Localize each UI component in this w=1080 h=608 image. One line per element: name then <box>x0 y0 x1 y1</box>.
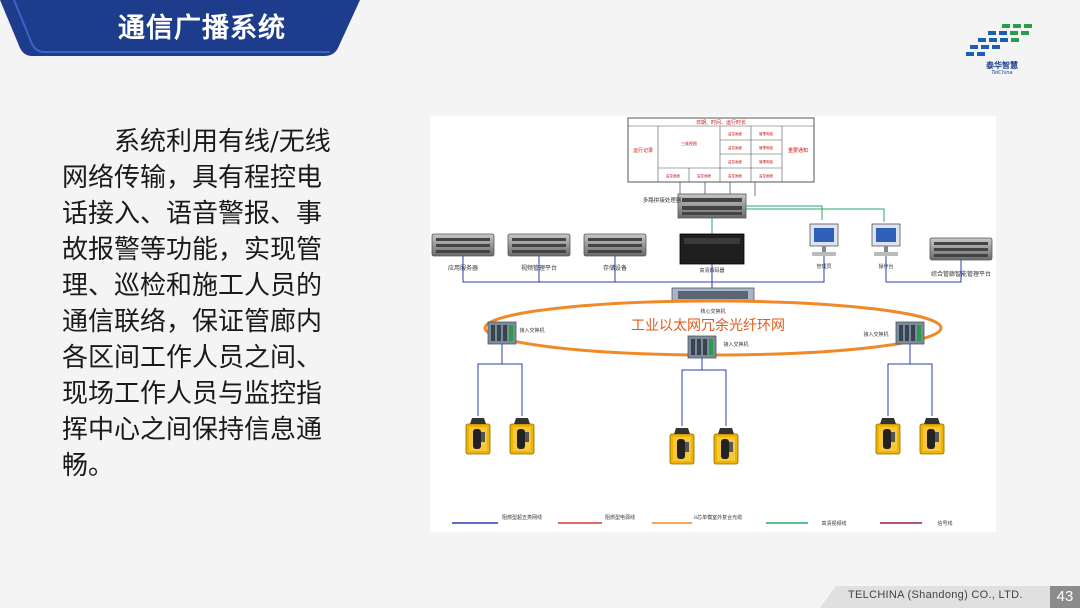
logo-name-en: TelChina <box>991 70 1013 76</box>
legend-label: 信号线 <box>937 520 952 527</box>
network-diagram: 日期、时间、运行时长 运行记录 重要通知 三维视图 监控画面 管理电脑 监控画面… <box>430 116 996 532</box>
legend-label: 高清视频线 <box>821 520 846 527</box>
processor-label: 多路拼接处理器 <box>643 196 682 204</box>
company-logo <box>966 24 1032 56</box>
wall-cell-monitor: 监控画面 <box>759 173 773 178</box>
access-switch-label: 接入交换机 <box>863 331 888 338</box>
wall-cell-monitor: 监控画面 <box>728 145 742 150</box>
access-switch-label: 接入交换机 <box>723 341 748 348</box>
legend: 阻燃型超五类网线 阻燃型电源线 8芯单模室外复合光缆 高清视频线 信号线 <box>452 514 953 527</box>
legend-label: 阻燃型超五类网线 <box>502 514 542 521</box>
video-platform-icon <box>507 233 571 257</box>
server-row <box>431 223 993 265</box>
access-switch-left-icon <box>487 321 517 345</box>
wall-cell-monitor: 监控画面 <box>697 173 711 178</box>
emergency-phone-icon <box>509 417 535 455</box>
title-banner <box>0 0 360 56</box>
wall-3d-view: 三维视图 <box>681 140 697 146</box>
lan-lines <box>462 256 962 288</box>
splicing-processor <box>677 193 747 219</box>
video-wall: 日期、时间、运行时长 运行记录 重要通知 三维视图 监控画面 管理电脑 监控画面… <box>627 117 815 183</box>
legend-label: 8芯单模室外复合光缆 <box>694 514 742 521</box>
admin-pc-icon <box>809 223 839 256</box>
footer-bar <box>820 586 1080 608</box>
wall-cell-monitor: 监控画面 <box>728 173 742 178</box>
emergency-phone-icon <box>713 427 739 465</box>
decoder-icon <box>679 233 745 265</box>
legend-label: 阻燃型电源线 <box>605 514 635 521</box>
wall-right-label: 重要通知 <box>788 147 808 154</box>
mgmt-platform-icon <box>929 237 993 261</box>
emergency-phone-icon <box>669 427 695 465</box>
wall-left-label: 运行记录 <box>633 147 653 154</box>
access-switch-label: 接入交换机 <box>519 327 544 334</box>
wall-cell-monitor: 监控画面 <box>728 159 742 164</box>
wall-top-label: 日期、时间、运行时长 <box>696 119 746 126</box>
wall-cell-mgmt: 管理电脑 <box>759 131 773 136</box>
page-number: 43 <box>1050 586 1080 608</box>
storage-icon <box>583 233 647 257</box>
ring-label: 工业以太网冗余光纤环网 <box>631 317 785 334</box>
operator-pc-icon <box>871 223 901 256</box>
app-server-icon <box>431 233 495 257</box>
phone-branch-lines <box>477 344 933 426</box>
wall-cell-mgmt: 管理电脑 <box>759 159 773 164</box>
wall-cell-monitor: 监控画面 <box>666 173 680 178</box>
description-paragraph: 系统利用有线/无线网络传输，具有程控电话接入、语音警报、事故报警等功能，实现管理… <box>62 127 331 481</box>
wall-cell-monitor: 监控画面 <box>728 131 742 136</box>
access-switch-right-icon <box>895 321 925 345</box>
wall-cell-mgmt: 管理电脑 <box>759 145 773 150</box>
access-switch-center-icon <box>687 335 717 359</box>
core-switch-label: 核心交换机 <box>700 308 725 315</box>
logo-name-cn: 泰华智慧 <box>986 61 1018 70</box>
footer-company: TELCHINA (Shandong) CO., LTD. <box>848 589 1023 601</box>
page-title: 通信广播系统 <box>118 13 286 44</box>
emergency-phone-icon <box>919 417 945 455</box>
video-lines <box>711 205 885 234</box>
emergency-phone-icon <box>465 417 491 455</box>
emergency-phone-icon <box>875 417 901 455</box>
